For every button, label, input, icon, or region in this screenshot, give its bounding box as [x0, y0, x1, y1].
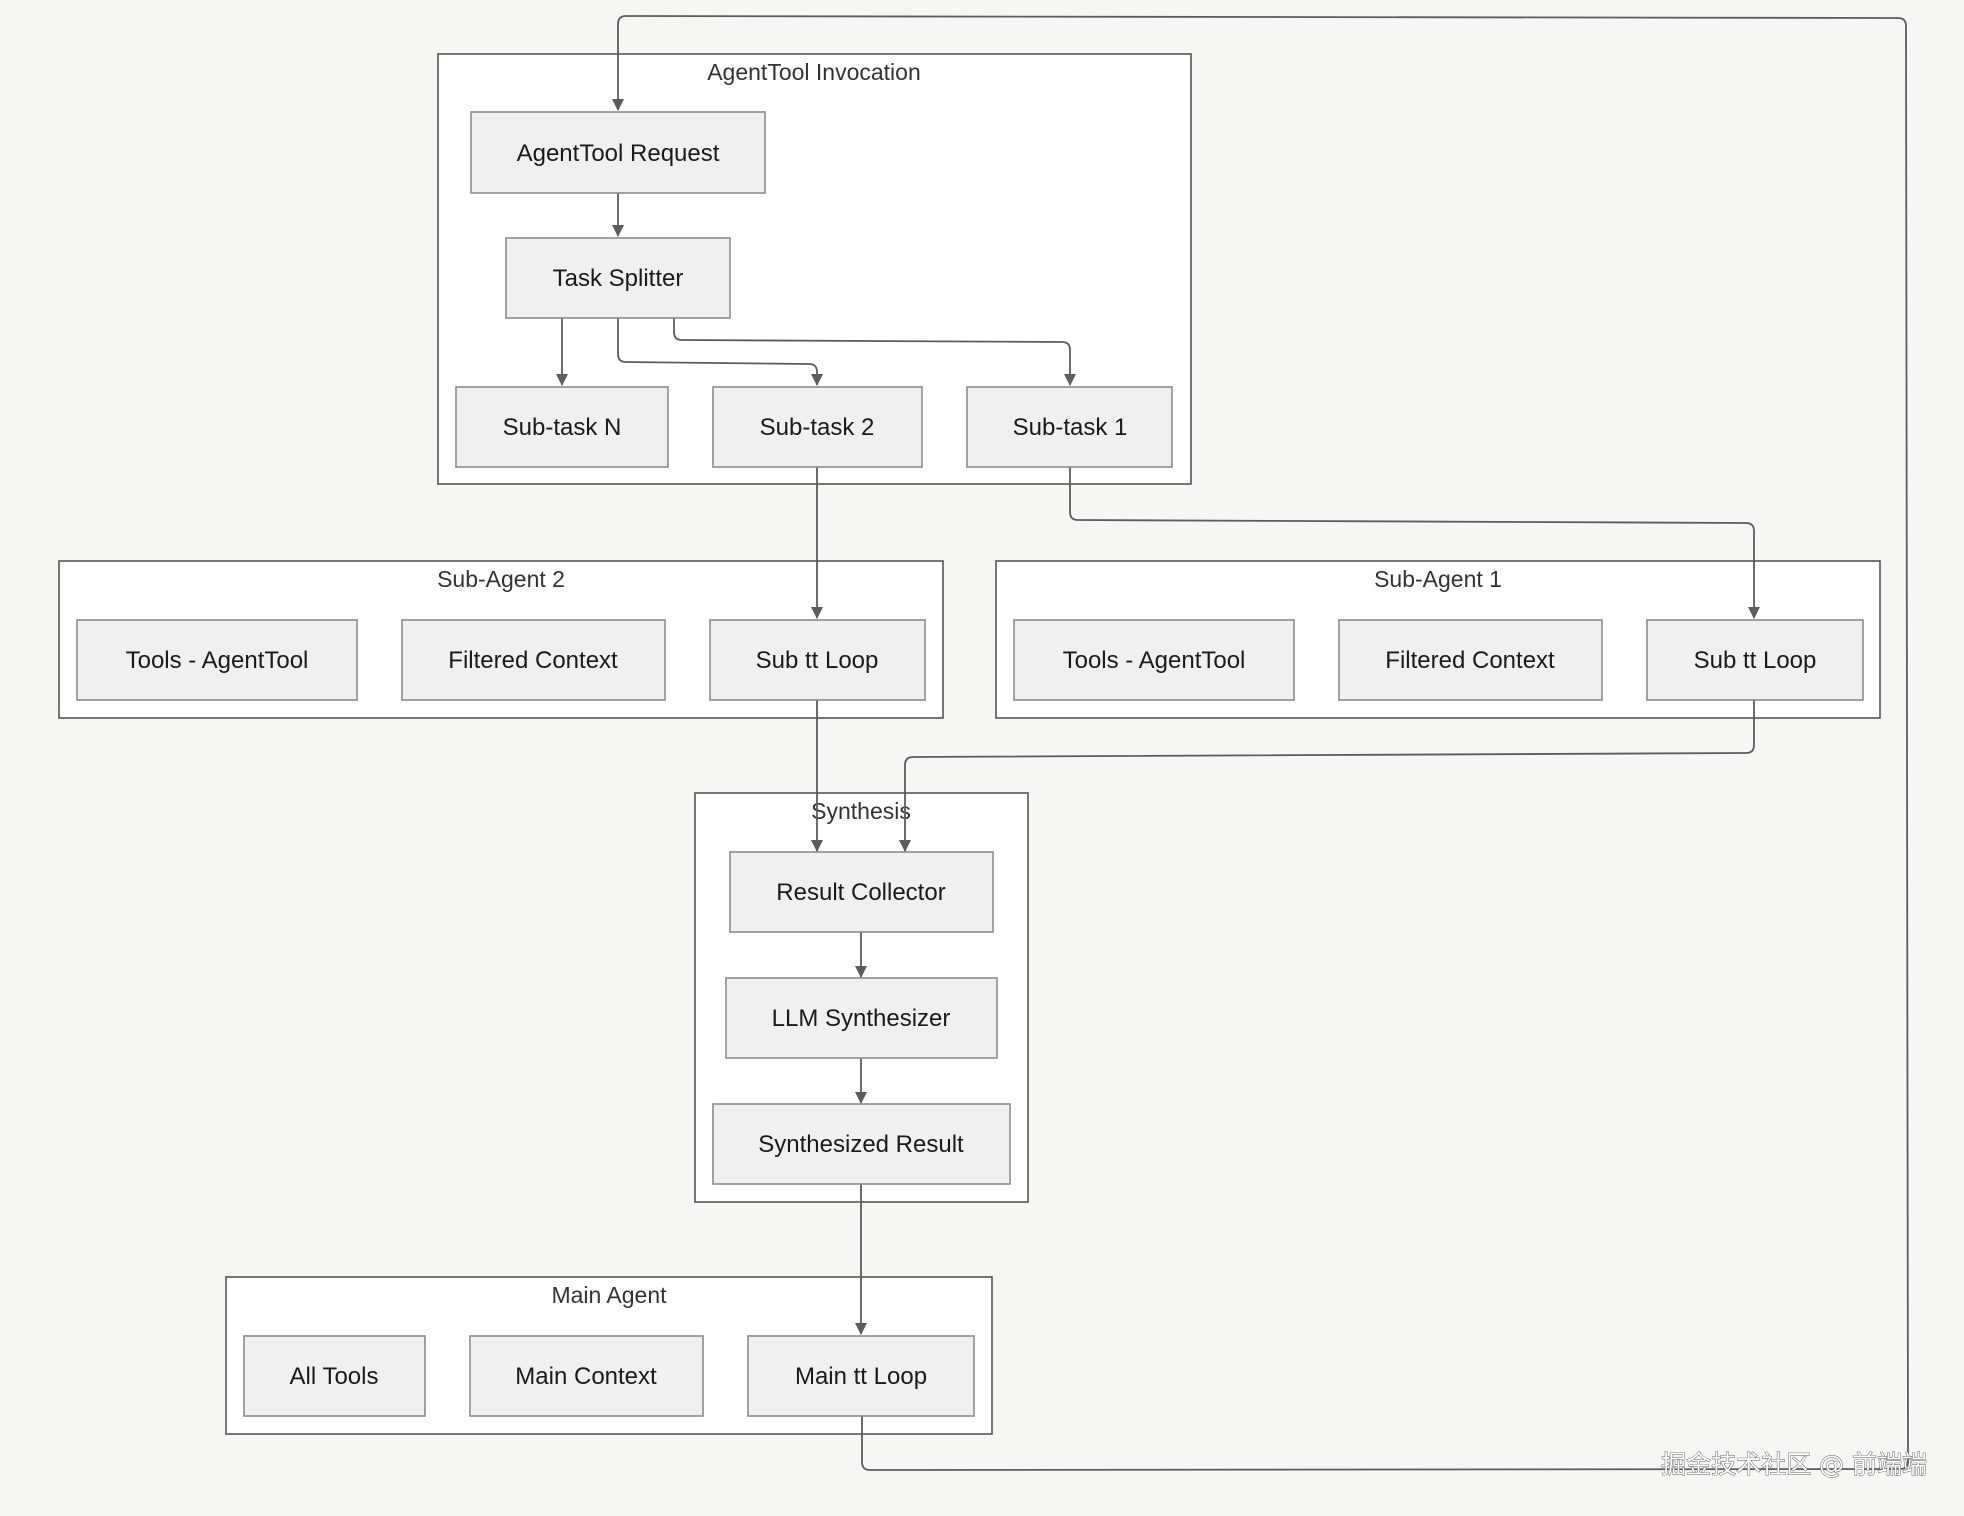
- group-label-main-agent: Main Agent: [551, 1282, 667, 1308]
- node-result-collector[interactable]: Result Collector: [729, 851, 994, 933]
- node-subtask-n[interactable]: Sub-task N: [455, 386, 669, 468]
- node-label-sa2-tools: Tools - AgentTool: [126, 647, 309, 674]
- node-main-loop[interactable]: Main tt Loop: [747, 1335, 975, 1417]
- node-subtask-1[interactable]: Sub-task 1: [966, 386, 1173, 468]
- node-label-main-context: Main Context: [515, 1363, 657, 1390]
- node-label-main-loop: Main tt Loop: [795, 1363, 927, 1390]
- group-label-invocation: AgentTool Invocation: [707, 59, 921, 85]
- node-main-context[interactable]: Main Context: [469, 1335, 704, 1417]
- watermark-text: 掘金技术社区 @ 前端端: [1661, 1450, 1927, 1479]
- node-label-synthesized-result: Synthesized Result: [758, 1131, 964, 1158]
- node-llm-synthesizer[interactable]: LLM Synthesizer: [725, 977, 998, 1059]
- node-label-subtask-2: Sub-task 2: [760, 414, 875, 441]
- node-label-all-tools: All Tools: [290, 1363, 379, 1390]
- node-label-agenttool-request: AgentTool Request: [517, 140, 720, 167]
- group-label-synthesis: Synthesis: [811, 798, 911, 824]
- node-synthesized-result[interactable]: Synthesized Result: [712, 1103, 1011, 1185]
- node-label-task-splitter: Task Splitter: [553, 265, 684, 292]
- node-label-subtask-1: Sub-task 1: [1013, 414, 1128, 441]
- node-subtask-2[interactable]: Sub-task 2: [712, 386, 923, 468]
- node-all-tools[interactable]: All Tools: [243, 1335, 426, 1417]
- node-label-llm-synthesizer: LLM Synthesizer: [772, 1005, 951, 1032]
- node-sa1-context[interactable]: Filtered Context: [1338, 619, 1603, 701]
- node-label-sa2-loop: Sub tt Loop: [756, 647, 879, 674]
- group-label-sub-agent-2: Sub-Agent 2: [437, 566, 565, 592]
- node-agenttool-request[interactable]: AgentTool Request: [470, 111, 766, 194]
- node-sa1-loop[interactable]: Sub tt Loop: [1646, 619, 1864, 701]
- node-sa2-loop[interactable]: Sub tt Loop: [709, 619, 926, 701]
- edge-splitter-to-subtask-1: [673, 318, 1076, 386]
- node-label-sa1-context: Filtered Context: [1385, 647, 1555, 674]
- node-sa1-tools[interactable]: Tools - AgentTool: [1013, 619, 1295, 701]
- node-sa2-context[interactable]: Filtered Context: [401, 619, 666, 701]
- edge-splitter-to-subtask-2: [617, 318, 823, 386]
- node-task-splitter[interactable]: Task Splitter: [505, 237, 731, 319]
- group-label-sub-agent-1: Sub-Agent 1: [1374, 566, 1502, 592]
- node-label-sa1-tools: Tools - AgentTool: [1063, 647, 1246, 674]
- edges: [556, 15, 1909, 1471]
- node-label-subtask-n: Sub-task N: [503, 414, 622, 441]
- node-label-result-collector: Result Collector: [776, 879, 945, 906]
- edge-subtask-1-to-sa1-loop: [1069, 467, 1760, 619]
- edge-sa1-loop-to-collector: [899, 700, 1755, 852]
- node-label-sa2-context: Filtered Context: [448, 647, 618, 674]
- edge-main-loop-to-request: [612, 15, 1909, 1471]
- node-label-sa1-loop: Sub tt Loop: [1694, 647, 1817, 674]
- node-sa2-tools[interactable]: Tools - AgentTool: [76, 619, 358, 701]
